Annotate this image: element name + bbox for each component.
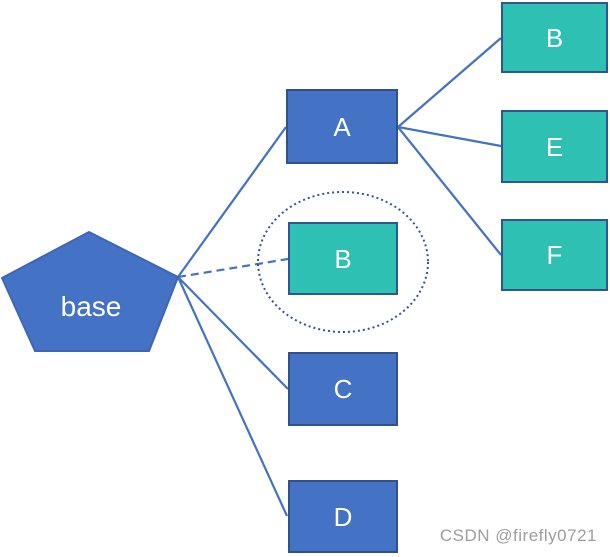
highlight-ellipse xyxy=(257,191,429,333)
edge-base-to-c xyxy=(177,276,289,390)
edge-a-to-b-right xyxy=(397,37,502,128)
base-node-label: base xyxy=(60,291,122,322)
edge-a-to-e xyxy=(397,125,502,148)
node-c: C xyxy=(288,352,398,426)
node-f: F xyxy=(501,219,608,291)
watermark-text: CSDN @firefly0721 xyxy=(439,526,597,545)
edge-a-to-f xyxy=(397,126,502,256)
node-e: E xyxy=(501,110,608,183)
node-b-right: B xyxy=(501,2,608,73)
base-pentagon-shape xyxy=(1,231,179,352)
node-b-middle: B xyxy=(288,222,398,295)
node-a: A xyxy=(286,89,398,164)
edge-base-to-a xyxy=(177,126,287,278)
edge-base-to-b-dashed xyxy=(177,257,289,279)
node-d: D xyxy=(288,480,398,553)
edge-base-to-d xyxy=(176,276,289,517)
